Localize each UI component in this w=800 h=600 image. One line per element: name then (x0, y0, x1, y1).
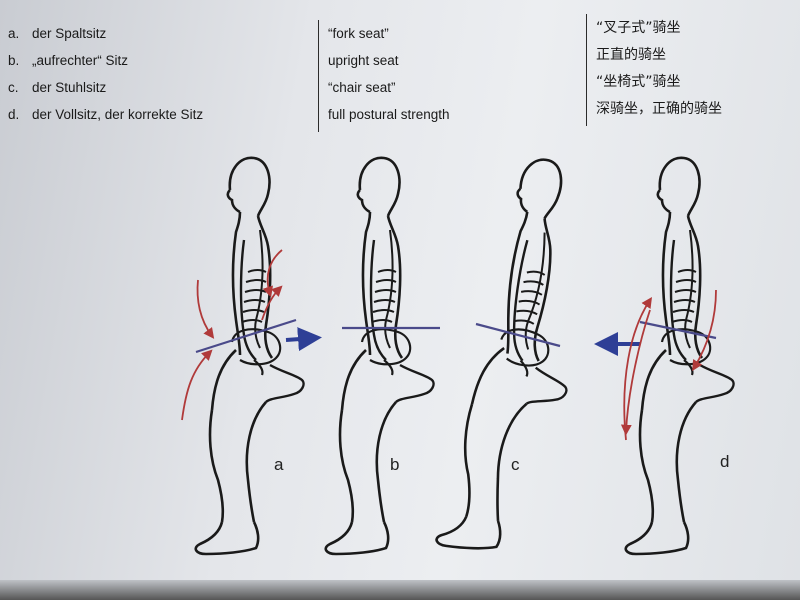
page-edge-shadow (0, 580, 800, 600)
seat-figures: a b c d (0, 140, 800, 561)
figure-label-c: c (511, 455, 520, 474)
legend-chinese-column: “叉子式”骑坐 正直的骑坐 “坐椅式”骑坐 深骑坐，正确的骑坐 (596, 18, 796, 126)
column-divider (586, 14, 587, 126)
pelvis-line-a (195, 318, 297, 354)
rider-d-outline (624, 156, 735, 556)
legend-item-d: d.der Vollsitz, der korrekte Sitz (8, 107, 204, 122)
figure-b (324, 156, 440, 556)
muscle-arrow-a2 (181, 349, 213, 421)
legend-english-c: “chair seat” (328, 80, 396, 95)
figure-label-b: b (390, 455, 400, 474)
legend-english-column: “fork seat” upright seat “chair seat” fu… (328, 24, 578, 132)
legend-chinese-d: 深骑坐，正确的骑坐 (596, 101, 722, 117)
figure-label-d: d (720, 452, 730, 471)
muscle-arrow-d3 (692, 289, 717, 372)
figure-c (434, 150, 600, 561)
figure-a (181, 156, 322, 556)
muscle-arrow-a4 (261, 285, 283, 321)
forward-arrow-a (285, 327, 322, 352)
rider-b-outline (324, 156, 435, 556)
legend-item-b: b.„aufrechter“ Sitz (8, 53, 129, 68)
legend-chinese-b: 正直的骑坐 (596, 47, 666, 63)
muscle-arrow-d2 (620, 309, 651, 436)
seat-legend: a.der Spaltsitz b.„aufrechter“ Sitz c.de… (0, 14, 800, 134)
rider-a-outline (194, 156, 305, 556)
muscle-arrow-d1 (623, 297, 652, 441)
muscle-arrow-a3 (262, 249, 283, 298)
legend-item-c: c.der Stuhlsitz (8, 80, 107, 95)
legend-english-a: “fork seat” (328, 26, 389, 41)
legend-english-d: full postural strength (328, 107, 450, 122)
figure-label-a: a (274, 455, 284, 474)
legend-german-column: a.der Spaltsitz b.„aufrechter“ Sitz c.de… (8, 24, 308, 132)
pelvis-line-c (475, 322, 561, 348)
seat-diagram (181, 150, 735, 561)
pelvis-line-d (639, 320, 717, 340)
legend-item-a: a.der Spaltsitz (8, 26, 107, 41)
rider-c-outline (434, 150, 600, 561)
column-divider (318, 20, 319, 132)
legend-chinese-c: “坐椅式”骑坐 (596, 74, 681, 90)
legend-english-b: upright seat (328, 53, 399, 68)
muscle-arrow-a1 (196, 279, 215, 339)
legend-chinese-a: “叉子式”骑坐 (596, 20, 681, 36)
figure-d (594, 156, 735, 556)
